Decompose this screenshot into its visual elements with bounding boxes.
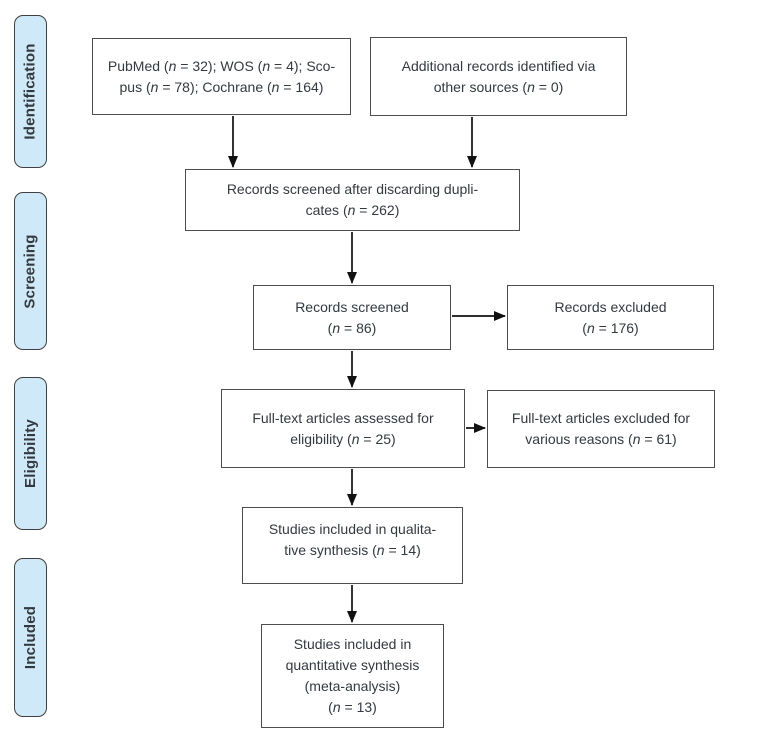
box-quantitative-synthesis: Studies included in quantitative synthes… [261, 624, 444, 728]
stage-screening-label: Screening [22, 233, 40, 309]
stage-identification: Identification [14, 15, 47, 168]
box-records-screened-text: Records screened (n = 86) [295, 298, 409, 336]
box-qualitative-synthesis-text: Studies included in qualita- tive synthe… [268, 521, 437, 558]
stage-included: Included [14, 558, 47, 717]
box-records-excluded: Records excluded (n = 176) [507, 285, 714, 350]
box-records-screened: Records screened (n = 86) [253, 285, 451, 350]
box-additional-records-text: Additional records identified via other … [401, 57, 596, 95]
stage-eligibility: Eligibility [14, 377, 47, 530]
stage-identification-label: Identification [22, 43, 40, 140]
box-database-records: PubMed (n = 32); WOS (n = 4); Sco- pus (… [92, 38, 351, 115]
stage-screening: Screening [14, 192, 47, 350]
box-additional-records: Additional records identified via other … [370, 37, 627, 116]
box-database-records-text: PubMed (n = 32); WOS (n = 4); Sco- pus (… [107, 57, 336, 95]
box-fulltext-assessed: Full-text articles assessed for eligibil… [221, 389, 465, 468]
stage-included-label: Included [22, 605, 39, 670]
box-qualitative-synthesis: Studies included in qualita- tive synthe… [242, 507, 463, 584]
box-fulltext-excluded-text: Full-text articles excluded for various … [511, 410, 691, 447]
box-after-duplicates-text: Records screened after discarding dupli-… [226, 181, 479, 218]
box-after-duplicates: Records screened after discarding dupli-… [185, 169, 520, 231]
box-quantitative-synthesis-text: Studies included in quantitative synthes… [285, 636, 420, 715]
stage-eligibility-label: Eligibility [22, 419, 39, 488]
box-fulltext-excluded: Full-text articles excluded for various … [487, 390, 715, 468]
box-records-excluded-text: Records excluded (n = 176) [554, 298, 667, 336]
box-fulltext-assessed-text: Full-text articles assessed for eligibil… [252, 409, 434, 447]
